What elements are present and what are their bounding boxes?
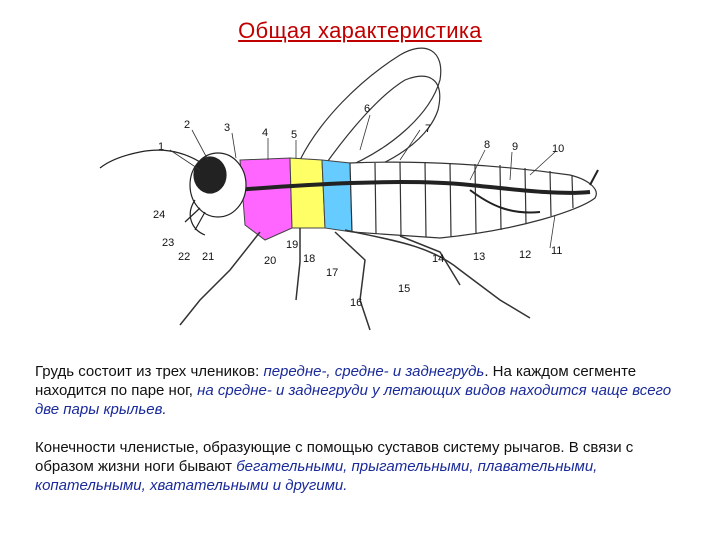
label-17: 17	[326, 267, 338, 279]
paragraph1-part4: на средне- и заднегруди у летающих видов…	[35, 382, 672, 418]
mesothorax-segment	[289, 157, 326, 229]
thorax-segments	[239, 157, 353, 241]
pointer-lines	[169, 114, 556, 249]
label-6: 6	[364, 103, 370, 115]
hind-wing	[324, 75, 441, 176]
label-15: 15	[398, 283, 410, 295]
label-23: 23	[162, 237, 174, 249]
label-21: 21	[202, 251, 214, 263]
paragraph1-part3: . На каждом сегменте находится по паре н…	[35, 363, 637, 399]
wings	[299, 47, 442, 176]
label-16: 16	[350, 297, 362, 309]
label-5: 5	[291, 129, 297, 141]
paragraph-limbs: Конечности членистые, образующие с помощ…	[35, 438, 695, 495]
label-18: 18	[303, 253, 315, 265]
front-wing	[299, 47, 442, 171]
label-4: 4	[262, 127, 268, 139]
label-14: 14	[432, 253, 444, 265]
label-11: 11	[551, 245, 562, 257]
paragraph2-part1: Конечности членистые, образующие с помощ…	[35, 439, 634, 475]
label-10: 10	[552, 143, 564, 155]
slide-title: Общая характеристика	[238, 18, 482, 43]
label-3: 3	[224, 122, 230, 134]
label-20: 20	[264, 255, 276, 267]
label-8: 8	[484, 139, 490, 151]
metathorax-segment	[321, 159, 353, 233]
paragraph-thorax: Грудь состоит из трех члеников: передне-…	[35, 362, 695, 419]
label-1: 1	[158, 141, 164, 153]
label-9: 9	[512, 141, 518, 153]
label-19: 19	[286, 239, 298, 251]
label-13: 13	[473, 251, 485, 263]
paragraph1-part2: передне-, средне- и заднегрудь	[263, 363, 485, 380]
paragraph2-part2: бегательными, прыгательными, плавательны…	[35, 458, 598, 494]
label-7: 7	[425, 123, 431, 135]
label-12: 12	[519, 249, 531, 261]
abdomen	[234, 161, 599, 239]
head	[99, 149, 247, 236]
label-24: 24	[153, 209, 165, 221]
paragraph1-part1: Грудь состоит из трех члеников:	[35, 363, 264, 380]
label-22: 22	[178, 251, 190, 263]
legs	[179, 228, 531, 331]
insect-anatomy-diagram: 1 2 3 4 5 6 7 8 9 10 11 12 13 14 15 16 1…	[99, 47, 599, 331]
prothorax-segment	[239, 157, 293, 241]
label-2: 2	[184, 119, 190, 131]
